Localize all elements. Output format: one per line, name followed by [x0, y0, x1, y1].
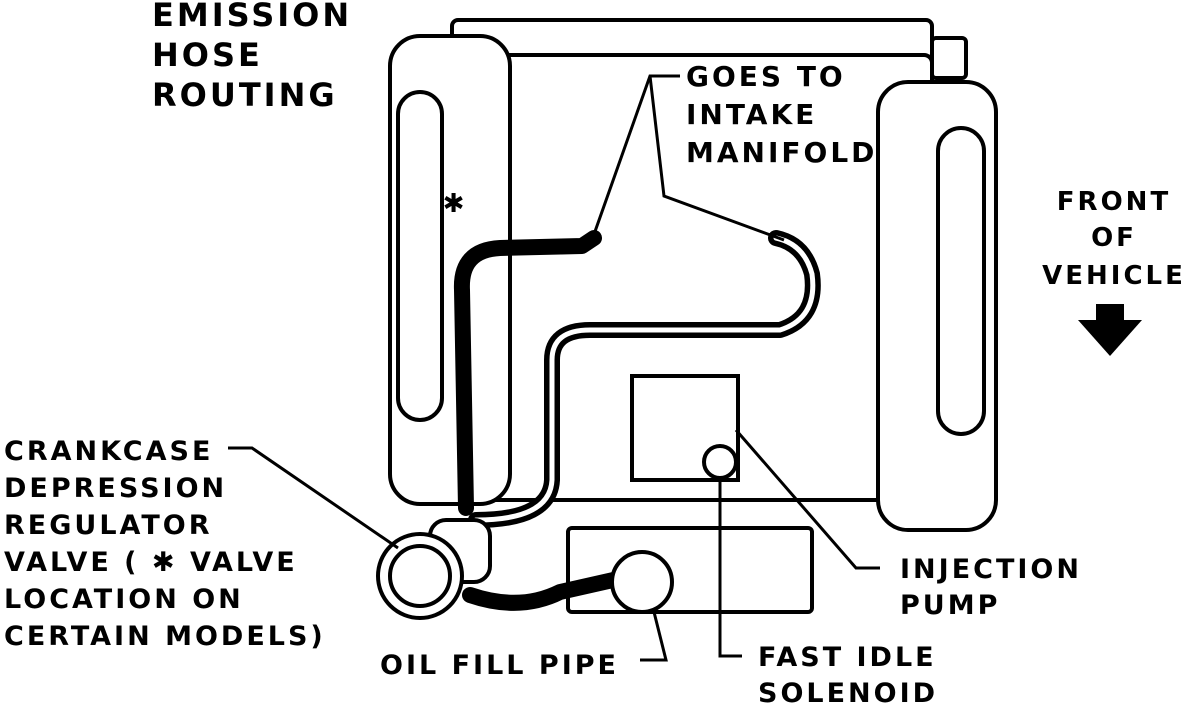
svg-text:ROUTING: ROUTING [152, 76, 338, 114]
leader-lines [228, 74, 880, 662]
label-fast-idle-solenoid: FAST IDLE SOLENOID [758, 642, 938, 708]
svg-text:PUMP: PUMP [900, 590, 1000, 621]
svg-text:HOSE: HOSE [152, 36, 263, 74]
label-front-of-vehicle: FRONT OF VEHICLE [1042, 187, 1186, 291]
engine-block [450, 18, 968, 502]
svg-text:MANIFOLD: MANIFOLD [686, 136, 877, 169]
emission-hose [453, 230, 821, 611]
diagram-title: EMISSION HOSE ROUTING [152, 0, 352, 114]
svg-text:LOCATION ON: LOCATION ON [4, 584, 244, 615]
valve-location-asterisk: ✱ [443, 189, 468, 219]
svg-text:CERTAIN MODELS): CERTAIN MODELS) [4, 621, 326, 652]
svg-text:EMISSION: EMISSION [152, 0, 352, 34]
label-intake-manifold: GOES TO INTAKE MANIFOLD [686, 60, 877, 169]
oil-fill-pipe [610, 550, 674, 614]
label-injection-pump: INJECTION PUMP [900, 554, 1082, 621]
svg-text:CRANKCASE: CRANKCASE [4, 436, 213, 467]
svg-text:VALVE ( ✱ VALVE: VALVE ( ✱ VALVE [4, 547, 298, 578]
right-cylinder-bank [876, 80, 998, 532]
label-oil-fill-pipe: OIL FILL PIPE [380, 650, 619, 681]
svg-text:REGULATOR: REGULATOR [4, 510, 213, 541]
svg-text:OF: OF [1091, 223, 1137, 253]
front-arrow-icon [1078, 304, 1142, 356]
svg-text:VEHICLE: VEHICLE [1042, 261, 1186, 291]
svg-text:FAST IDLE: FAST IDLE [758, 642, 937, 673]
svg-text:INTAKE: INTAKE [686, 98, 817, 131]
svg-text:DEPRESSION: DEPRESSION [4, 473, 227, 504]
svg-text:SOLENOID: SOLENOID [758, 678, 938, 708]
crankcase-depression-regulator-valve [376, 518, 492, 620]
svg-text:FRONT: FRONT [1057, 187, 1171, 217]
left-cylinder-bank [388, 34, 512, 506]
fast-idle-solenoid [702, 444, 738, 480]
engine-base [566, 526, 814, 614]
label-crankcase-regulator: CRANKCASE DEPRESSION REGULATOR VALVE ( ✱… [4, 436, 326, 652]
svg-text:INJECTION: INJECTION [900, 554, 1082, 585]
svg-text:GOES TO: GOES TO [686, 60, 846, 93]
